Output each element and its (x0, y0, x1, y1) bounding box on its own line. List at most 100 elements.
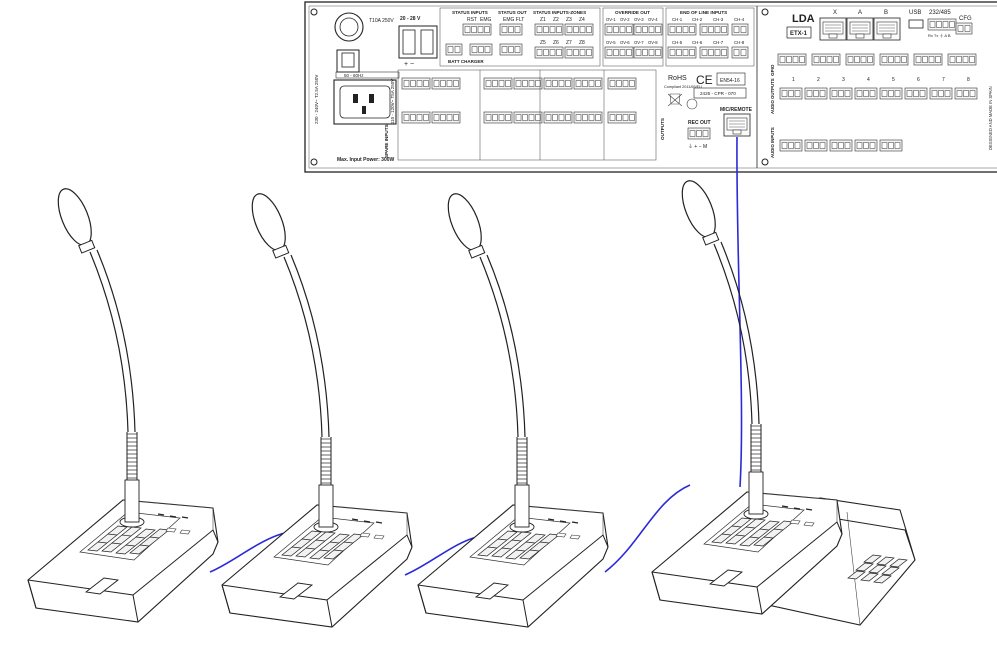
emg-label: EMG (480, 17, 492, 23)
call-station-4-with-extensions[interactable] (651, 175, 916, 626)
call-station-3[interactable] (417, 188, 609, 628)
svg-text:Z3: Z3 (566, 17, 572, 23)
status-io-section: STATUS INPUTS RST EMG STATUS OUT EMG FLT… (439, 7, 601, 67)
svg-text:CH-4: CH-4 (734, 17, 745, 22)
override-terminal-d[interactable] (633, 46, 663, 59)
batt-terminal-b[interactable] (469, 43, 493, 56)
svg-text:Z4: Z4 (579, 17, 585, 23)
end-of-line-label: END OF LINE INPUTS (680, 10, 727, 15)
override-terminal-a[interactable] (604, 23, 634, 36)
batt-terminal[interactable] (445, 43, 463, 56)
max-power-label: Max. Input Power: 300W (337, 157, 395, 163)
eol-terminal-d[interactable] (667, 46, 697, 59)
weee-bin-icon (667, 93, 683, 107)
call-station-2[interactable] (221, 188, 413, 628)
outputs-label: OUTPUTS (660, 118, 665, 140)
cfg-terminal[interactable] (955, 22, 973, 35)
end-of-line-section: END OF LINE INPUTS CH-1 CH-2 CH-3 CH-4 C… (665, 7, 755, 67)
zone-labels-bottom: Z5 Z6 Z7 Z8 (540, 40, 585, 46)
cables (209, 136, 743, 576)
rs485-pins-label: Rx Tx ⏚ A B (928, 32, 951, 38)
cfg-label: CFG (959, 16, 972, 22)
svg-text:OV-5: OV-5 (606, 40, 616, 45)
etx-label: ETX-1 (790, 31, 808, 37)
svg-text:Z1: Z1 (540, 17, 546, 23)
override-terminal-c[interactable] (604, 46, 634, 59)
mains-frequency-label: 50 - 60Hz (344, 73, 364, 78)
svg-text:4: 4 (867, 77, 870, 83)
ethernet-port-b[interactable] (873, 17, 901, 41)
override-terminal-b[interactable] (633, 23, 663, 36)
usb-label: USB (909, 10, 921, 16)
svg-text:7: 7 (942, 77, 945, 83)
rohs-sub-label: Compliant 2011/65/EU (664, 85, 702, 89)
svg-text:OV-2: OV-2 (620, 17, 630, 22)
zone-terminal-d[interactable] (564, 46, 594, 59)
eol-terminal-f[interactable] (731, 46, 749, 59)
svg-text:OV-6: OV-6 (620, 40, 630, 45)
svg-text:CH-2: CH-2 (692, 17, 703, 22)
rec-out-terminal[interactable] (687, 127, 711, 140)
usb-port[interactable] (908, 19, 924, 29)
ethernet-port-x[interactable] (819, 17, 847, 41)
rohs-label: RoHS (668, 75, 687, 82)
zone-terminal-c[interactable] (534, 46, 564, 59)
audio-channel-numbers: 1 2 3 4 5 6 7 8 (792, 77, 970, 83)
svg-text:5: 5 (892, 77, 895, 83)
eol-labels-bottom: CH-5 CH-6 CH-7 CH-8 (672, 40, 745, 45)
emg-flt-label: EMG FLT (503, 17, 524, 23)
status-out-label: STATUS OUT (498, 10, 527, 15)
mic-remote-label: MIC/REMOTE (720, 107, 753, 113)
ethernet-port-a[interactable] (846, 17, 874, 41)
svg-text:Z7: Z7 (566, 40, 572, 46)
status-out-terminal[interactable] (499, 23, 523, 36)
svg-text:CH-5: CH-5 (672, 40, 683, 45)
eol-terminal-e[interactable] (699, 46, 729, 59)
zone-labels-top: Z1 Z2 Z3 Z4 (540, 17, 585, 23)
batt-terminal-c[interactable] (499, 43, 523, 56)
status-inputs-label: STATUS INPUTS (452, 10, 488, 15)
eol-terminal-c[interactable] (731, 23, 749, 36)
mic-remote-port[interactable] (723, 113, 751, 137)
psu-voltage-label: 20 - 28 V (400, 16, 421, 22)
eol-terminal-a[interactable] (667, 23, 697, 36)
cable-console4-panel (736, 136, 743, 488)
audio-inputs-label: AUDIO INPUTS (770, 127, 775, 158)
call-station-1[interactable] (27, 183, 219, 623)
status-input-terminal[interactable] (462, 23, 492, 36)
port-b-label: B (884, 10, 888, 16)
rs485-label: 232/485 (929, 10, 951, 16)
override-out-section: OVERRIDE OUT OV-1 OV-2 OV-3 OV-4 OV-5 OV… (602, 7, 664, 67)
svg-text:6: 6 (917, 77, 920, 83)
svg-text:Z2: Z2 (553, 17, 559, 23)
svg-text:+ −: + − (404, 61, 414, 68)
port-a-label: A (858, 10, 862, 16)
network-audio-section: LDA ETX-1 X A B USB 232/485 Rx Tx ⏚ A B … (770, 10, 993, 158)
spare-and-outputs-section: SPARE INPUTS OUTPUTS (384, 69, 665, 161)
svg-text:2: 2 (817, 77, 820, 83)
svg-text:⏚ + − M: ⏚ + − M (688, 143, 707, 150)
en54-label: EN54-16 (720, 78, 740, 84)
audio-input-terminals (779, 139, 903, 152)
gpio-label: GPIO (770, 64, 775, 76)
port-x-label: X (833, 10, 837, 16)
svg-text:OV-1: OV-1 (606, 17, 616, 22)
svg-text:3: 3 (842, 77, 845, 83)
control-unit-rear-panel: T10A 250V 50 - 60Hz 230 - 240V~ T2.5A 25… (304, 1, 997, 173)
rs485-terminal[interactable] (927, 18, 957, 31)
eol-terminal-b[interactable] (699, 23, 729, 36)
ce-mark: CE (696, 73, 713, 87)
svg-text:CH-3: CH-3 (713, 17, 724, 22)
svg-text:CH-6: CH-6 (692, 40, 703, 45)
rec-out-label: REC OUT (688, 120, 711, 126)
made-in-label: DESIGNED AND MADE IN SPAIN (988, 86, 993, 150)
status-inputs-zones-label: STATUS INPUTS-ZONES (533, 10, 586, 15)
zone-terminal-a[interactable] (534, 23, 564, 36)
svg-text:8: 8 (967, 77, 970, 83)
zone-terminal-b[interactable] (564, 23, 594, 36)
power-section: T10A 250V 50 - 60Hz 230 - 240V~ T2.5A 25… (314, 12, 438, 163)
svg-text:Z6: Z6 (553, 40, 559, 46)
svg-text:1: 1 (792, 77, 795, 83)
fuse-label: T10A 250V (369, 18, 394, 24)
